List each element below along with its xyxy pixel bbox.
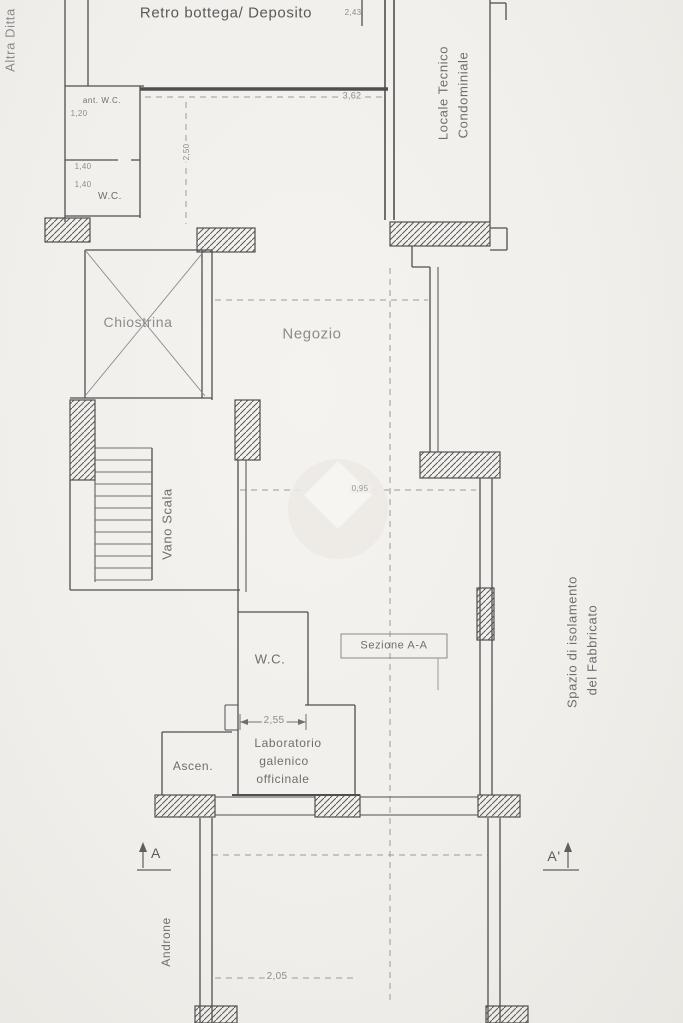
dim-label-2-55: 2,55 bbox=[261, 715, 287, 726]
stairs bbox=[95, 447, 152, 581]
room-label-ascensore: Ascen. bbox=[172, 759, 214, 773]
room-label-wc-top: W.C. bbox=[97, 191, 123, 202]
room-label-ant-wc: ant. W.C. bbox=[82, 96, 122, 105]
sezione-aa-label: Sezione A-A bbox=[360, 639, 428, 652]
room-label-laboratorio-line1: Laboratorio bbox=[254, 736, 322, 750]
vertical-label-locale-tecnico: Locale Tecnico bbox=[435, 45, 451, 141]
vertical-label-del-fabbricato: del Fabbricato bbox=[584, 604, 600, 696]
section-marker-a: A bbox=[151, 845, 161, 861]
vertical-label-vano-scala: Vano Scala bbox=[159, 488, 175, 560]
room-label-laboratorio-line2: galenico bbox=[259, 754, 309, 768]
hatched-walls bbox=[44, 217, 529, 1023]
dim-label-2-43: 2,43 bbox=[344, 8, 362, 17]
room-label-retro-bottega: Retro bottega/ Deposito bbox=[139, 4, 313, 22]
walls bbox=[64, 0, 508, 1023]
vertical-label-spazio-isolamento: Spazio di isolamento bbox=[564, 576, 580, 708]
room-label-wc-lower: W.C. bbox=[254, 651, 286, 667]
sezione-box bbox=[340, 633, 448, 690]
dim-label-2-05: 2,05 bbox=[264, 971, 290, 982]
section-arrows bbox=[137, 842, 579, 871]
dim-label-1-20: 1,20 bbox=[70, 109, 88, 118]
dim-label-2-50: 2,50 bbox=[182, 141, 191, 163]
section-marker-a-prime: A' bbox=[547, 848, 561, 864]
room-label-negozio: Negozio bbox=[282, 325, 342, 343]
watermark-logo bbox=[288, 459, 388, 559]
dim-label-0-95: 0,95 bbox=[349, 484, 371, 493]
dim-label-3-62: 3,62 bbox=[340, 90, 364, 101]
dim-label-1-40-b: 1,40 bbox=[74, 180, 92, 189]
vertical-label-altra-ditta: Altra Ditta bbox=[2, 8, 18, 72]
vertical-label-androne: Androne bbox=[159, 917, 173, 967]
room-label-chiostrina: Chiostrina bbox=[103, 314, 173, 330]
vertical-label-condominiale: Condominiale bbox=[455, 51, 471, 139]
chiostrina-cross bbox=[84, 249, 206, 397]
room-label-laboratorio-line3: officinale bbox=[256, 772, 310, 786]
dim-label-1-40-a: 1,40 bbox=[74, 162, 92, 171]
